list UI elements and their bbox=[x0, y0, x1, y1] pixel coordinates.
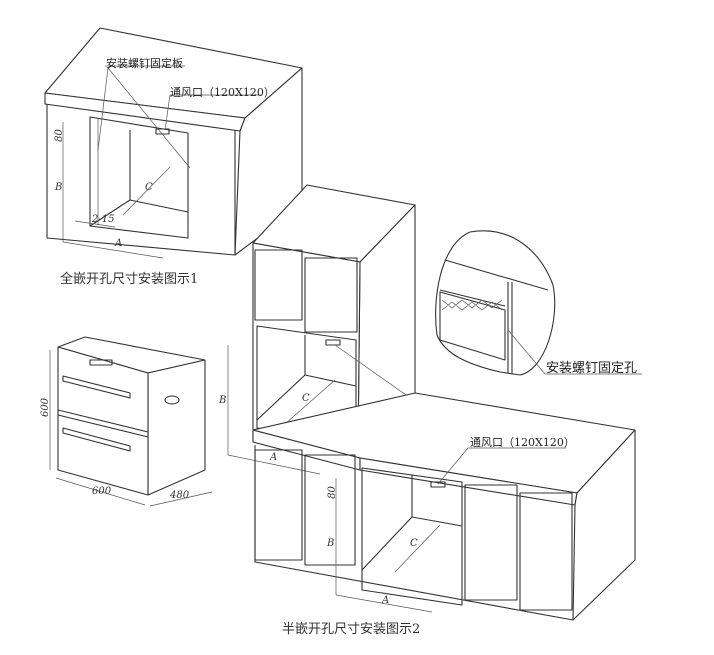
dim-b-lower: B bbox=[327, 538, 335, 549]
full-embed-cabinet bbox=[44, 27, 303, 259]
dim-a-lower: A bbox=[382, 595, 390, 606]
dim-width-600: 600 bbox=[92, 486, 112, 497]
screw-plate-label: 安装螺钉固定板 bbox=[106, 57, 183, 70]
dim-a-1: A bbox=[115, 238, 123, 249]
dim-b-upper: B bbox=[219, 395, 227, 406]
caption-2: 半嵌开孔尺寸安装图示2 bbox=[282, 622, 421, 637]
dim-b-1: B bbox=[55, 182, 63, 193]
dim-80-1: 80 bbox=[53, 129, 65, 142]
vent-label-1: 通风口（120X120） bbox=[170, 86, 275, 99]
base-cabinets bbox=[252, 392, 636, 621]
dim-gap-1: 2-15 bbox=[92, 214, 115, 225]
screw-hole-label: 安装螺钉固定孔 bbox=[546, 361, 638, 376]
dim-a-upper: A bbox=[270, 452, 278, 463]
detail-inset bbox=[435, 230, 642, 376]
dim-80-lower: 80 bbox=[326, 486, 338, 499]
disinfection-cabinet-appliance bbox=[49, 336, 213, 507]
dim-height-600: 600 bbox=[40, 397, 52, 418]
dim-depth-480: 480 bbox=[170, 490, 190, 501]
dim-c-lower: C bbox=[410, 538, 418, 549]
dim-c-upper: C bbox=[302, 393, 310, 404]
dim-c-1: C bbox=[145, 182, 153, 193]
tall-cabinet bbox=[227, 184, 471, 475]
caption-1: 全嵌开孔尺寸安装图示1 bbox=[60, 272, 199, 287]
vent-label-2: 通风口（120X120） bbox=[470, 436, 575, 449]
